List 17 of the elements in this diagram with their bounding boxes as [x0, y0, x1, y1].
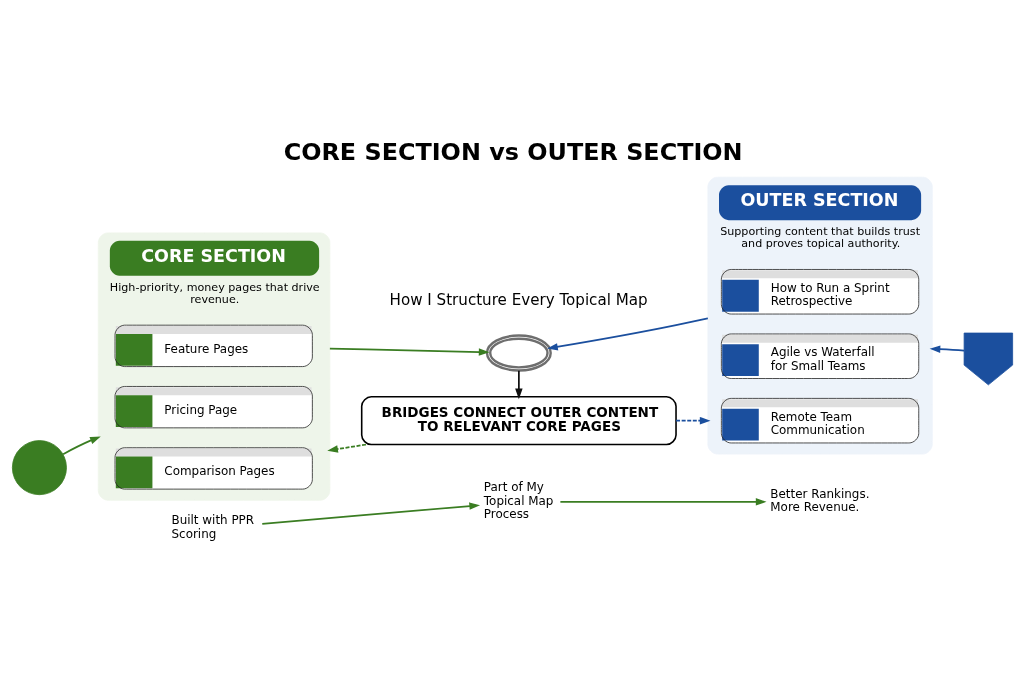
node-circle	[11, 440, 67, 496]
arrow	[61, 436, 101, 456]
node-text: Better Rankings. More Revenue.	[769, 486, 869, 515]
node-text: Part of My Topical Map Process	[483, 480, 553, 522]
arrow	[929, 345, 965, 353]
arrow	[260, 502, 480, 525]
label: How I Structure Every Topical Map	[389, 291, 648, 310]
node-text: Built with PPR Scoring	[171, 513, 254, 541]
node-picture	[963, 332, 1013, 386]
arrow	[514, 369, 523, 400]
arrow	[559, 498, 767, 506]
arrow	[328, 347, 489, 356]
diagram-title: CORE SECTION vs OUTER SECTION	[283, 137, 743, 166]
arrow	[546, 317, 709, 351]
node-box: BRIDGES CONNECT OUTER CONTENT TO RELEVANT CORE PAGES	[360, 396, 677, 446]
arrow	[326, 443, 367, 453]
arrow	[674, 416, 710, 425]
